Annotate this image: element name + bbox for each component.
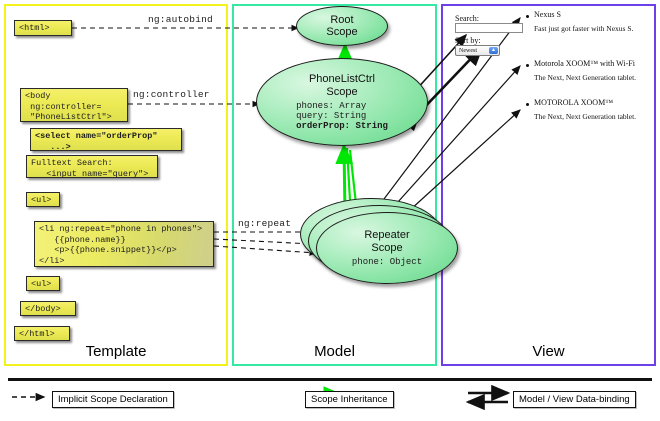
panel-view-label: View <box>532 343 565 360</box>
list-item: Motorola XOOM™ with Wi-Fi The Next, Next… <box>534 59 636 82</box>
search-input[interactable] <box>455 23 523 33</box>
phone-name: Motorola XOOM™ with Wi-Fi <box>534 59 635 68</box>
list-bullet <box>526 103 529 106</box>
legend-item-inheritance: Scope Inheritance <box>305 391 394 408</box>
phone-snippet: The Next, Next Generation tablet. <box>534 73 637 82</box>
legend-divider <box>8 378 652 381</box>
legend-item-implicit: Implicit Scope Declaration <box>52 391 174 408</box>
wire-label-autobind: ng:autobind <box>148 14 213 25</box>
code-box-body-open: <body ng:controller= "PhoneListCtrl"> <box>20 88 128 122</box>
view-sort-label: Sort by: <box>455 36 481 45</box>
chevron-updown-icon: ▲ <box>489 47 498 54</box>
view-search-label: Search: <box>455 14 479 23</box>
scope-prop-phones: phones: Array <box>296 101 367 111</box>
wire-label-repeat: ng:repeat <box>238 218 292 229</box>
panel-model-label: Model <box>314 343 355 360</box>
list-item: MOTOROLA XOOM™ The Next, Next Generation… <box>534 98 636 121</box>
phone-snippet: Fast just got faster with Nexus S. <box>534 24 634 33</box>
panel-template-label: Template <box>85 343 147 360</box>
code-box-select-tag: <select name="orderProp" ...> <box>30 128 182 152</box>
code-box-html-close: </html> <box>14 326 70 341</box>
phone-name: Nexus S <box>534 10 561 19</box>
sort-select-value: Newest <box>459 47 477 54</box>
legend-item-databinding: Model / View Data-binding <box>513 391 636 408</box>
phone-snippet: The Next, Next Generation tablet. <box>534 112 637 121</box>
scope-prop-orderprop: orderProp: String <box>296 121 388 131</box>
list-bullet <box>526 64 529 67</box>
code-box-body-close: </body> <box>20 301 76 316</box>
list-item: Nexus S Fast just got faster with Nexus … <box>534 10 633 33</box>
scope-repeater-props: phone: Object <box>351 257 423 267</box>
code-box-html-open: <html> <box>14 20 72 36</box>
list-bullet <box>526 15 529 18</box>
scope-prop-query: query: String <box>296 111 367 121</box>
code-box-ul-open: <ul> <box>26 192 60 207</box>
wire-label-controller: ng:controller <box>133 89 210 100</box>
code-box-fulltext-search: Fulltext Search: <input name="query"> <box>26 155 158 179</box>
code-box-ul-close: <ul> <box>26 276 60 291</box>
phone-name: MOTOROLA XOOM™ <box>534 98 614 107</box>
sort-select[interactable]: Newest ▲ <box>455 45 500 56</box>
code-box-li-repeat: <li ng:repeat="phone in phones"> {{phone… <box>34 221 214 267</box>
